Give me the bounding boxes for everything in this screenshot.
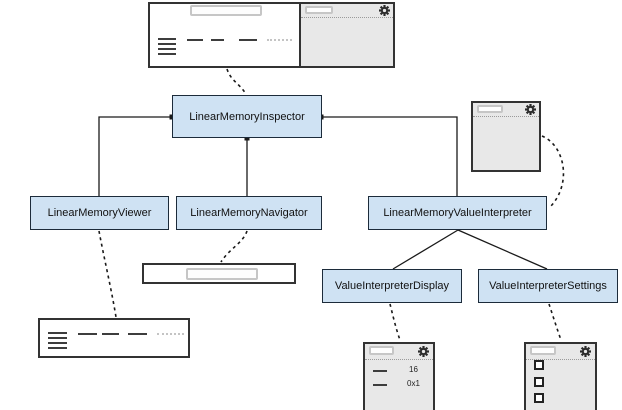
mock-select: [369, 346, 394, 355]
mock-header: [526, 344, 595, 360]
settings-checkboxes-mock: [524, 342, 597, 410]
checkbox-mock: [534, 393, 544, 403]
mock-header: [301, 4, 393, 18]
node-linear-memory-navigator: LinearMemoryNavigator: [176, 196, 322, 230]
node-label: LinearMemoryViewer: [47, 207, 152, 219]
address-input-mock-field: [186, 268, 258, 280]
row-line: [158, 38, 176, 40]
node-linear-memory-inspector: LinearMemoryInspector: [172, 95, 322, 138]
gear-icon: [379, 5, 390, 16]
byte-dash: [211, 39, 224, 41]
edge-inspector-interpreter: [321, 116, 458, 196]
byte-dash: [78, 333, 97, 335]
value-dash: [373, 370, 387, 372]
checkbox-mock: [534, 377, 544, 387]
row-line: [48, 342, 67, 344]
dashed-topmock-inspector: [226, 68, 247, 95]
address-input-mock: [142, 263, 296, 284]
row-line: [48, 337, 67, 339]
gear-icon: [525, 104, 536, 115]
byte-dash: [102, 333, 119, 335]
display-values-mock: 16 0x1: [363, 342, 435, 410]
node-linear-memory-viewer: LinearMemoryViewer: [30, 196, 169, 230]
checkbox-mock: [534, 360, 544, 370]
inspector-panel-mock: [148, 2, 395, 68]
row-line: [158, 48, 176, 50]
value-text: 16: [409, 365, 418, 374]
mock-select: [477, 105, 503, 113]
dashed-navigator-inputmock: [220, 230, 248, 263]
mock-header: [365, 344, 433, 360]
byte-dash: [187, 39, 203, 41]
inspector-mock-viewer-pane: [150, 4, 301, 66]
value-dash: [373, 384, 387, 386]
viewer-rows-mock: [38, 318, 190, 358]
row-line: [158, 53, 176, 55]
gear-icon: [580, 346, 591, 357]
node-label: ValueInterpreterDisplay: [334, 280, 450, 292]
edge-inspector-viewer: [98, 116, 173, 196]
dashed-display-valuesmock: [389, 303, 401, 341]
value-text: 0x1: [407, 379, 420, 388]
node-label: LinearMemoryValueInterpreter: [383, 207, 532, 219]
ascii-dots: [267, 39, 292, 41]
node-label: LinearMemoryNavigator: [190, 207, 308, 219]
edge-interpreter-settings: [457, 229, 548, 270]
dashed-settings-checkboxmock: [548, 303, 562, 341]
row-line: [48, 347, 67, 349]
edge-interpreter-display: [392, 229, 459, 270]
inspector-mock-interpreter-pane: [301, 4, 393, 66]
node-label: LinearMemoryInspector: [189, 110, 305, 123]
node-value-interpreter-display: ValueInterpreterDisplay: [322, 269, 462, 303]
row-line: [48, 332, 67, 334]
mock-select: [530, 346, 556, 355]
dashed-viewer-rowsmock: [98, 230, 117, 318]
address-input-mock-field: [190, 5, 262, 16]
node-linear-memory-value-interpreter: LinearMemoryValueInterpreter: [368, 196, 547, 230]
byte-dash: [128, 333, 147, 335]
node-label: ValueInterpreterSettings: [489, 280, 607, 292]
byte-dash: [239, 39, 257, 41]
mock-header: [473, 103, 539, 117]
interpreter-panel-mock: [471, 101, 541, 172]
row-line: [158, 43, 176, 45]
gear-icon: [418, 346, 429, 357]
mock-select: [305, 6, 333, 14]
node-value-interpreter-settings: ValueInterpreterSettings: [478, 269, 618, 303]
ascii-dots: [157, 333, 184, 335]
